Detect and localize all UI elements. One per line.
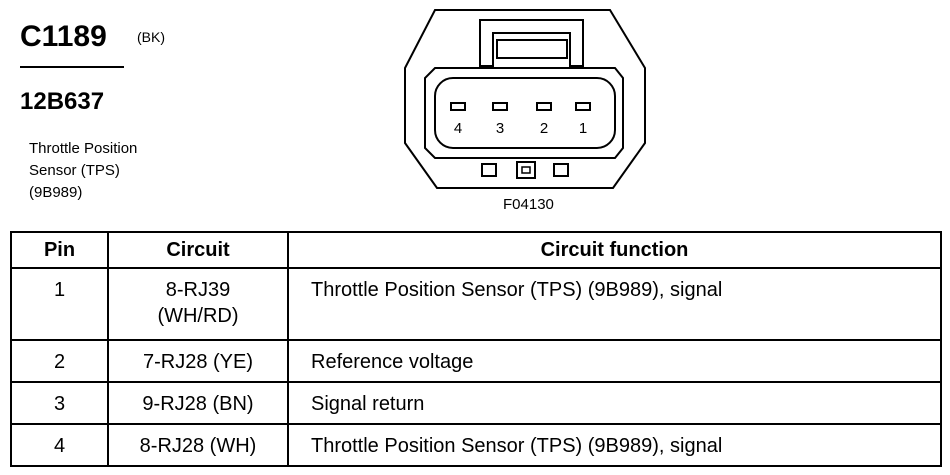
function-cell: Reference voltage <box>287 339 942 383</box>
table-row: 1 8-RJ39 (WH/RD) Throttle Position Senso… <box>10 267 942 341</box>
pin-cell: 2 <box>10 339 109 383</box>
terminal-housing-inner <box>434 77 616 149</box>
pin-table: Pin Circuit Circuit function 1 8-RJ39 (W… <box>10 231 942 467</box>
part-number: 12B637 <box>20 88 105 115</box>
terminal-4 <box>450 102 466 111</box>
circuit-cell: 8-RJ39 (WH/RD) <box>107 267 289 341</box>
circuit-code: 8-RJ39 <box>165 279 231 301</box>
title-underline <box>20 66 124 68</box>
pin-label-4: 4 <box>454 120 462 137</box>
pin-label-2: 2 <box>540 120 548 137</box>
table-row: 2 7-RJ28 (YE) Reference voltage <box>10 339 942 383</box>
terminal-3 <box>492 102 508 111</box>
function-cell: Throttle Position Sensor (TPS) (9B989), … <box>287 423 942 467</box>
table-row: 4 8-RJ28 (WH) Throttle Position Sensor (… <box>10 423 942 467</box>
connector-diagram: 4 3 2 1 <box>404 9 646 189</box>
figure-code: F04130 <box>503 196 554 213</box>
locking-tab <box>479 19 584 67</box>
connector-color: (BK) <box>137 29 165 45</box>
pin-cell: 1 <box>10 267 109 341</box>
function-cell: Throttle Position Sensor (TPS) (9B989), … <box>287 267 942 341</box>
connector-id: C1189 <box>20 20 107 53</box>
component-description: Throttle Position Sensor (TPS) (9B989) <box>29 140 138 201</box>
function-cell: Signal return <box>287 381 942 425</box>
header-circuit-function: Circuit function <box>287 231 942 269</box>
bottom-key-left <box>481 163 497 177</box>
pin-label-3: 3 <box>496 120 504 137</box>
table-row: 3 9-RJ28 (BN) Signal return <box>10 381 942 425</box>
circuit-cell: 9-RJ28 (BN) <box>107 381 289 425</box>
connector-housing <box>404 9 646 189</box>
header-circuit: Circuit <box>107 231 289 269</box>
circuit-cell: 8-RJ28 (WH) <box>107 423 289 467</box>
circuit-wire-color: (WH/RD) <box>157 305 239 327</box>
terminal-housing-outer <box>424 67 624 159</box>
bottom-key-right <box>553 163 569 177</box>
pin-cell: 4 <box>10 423 109 467</box>
terminal-2 <box>536 102 552 111</box>
header-pin: Pin <box>10 231 109 269</box>
bottom-key-center-inner <box>521 166 531 174</box>
locking-tab-inner <box>496 39 568 59</box>
pin-cell: 3 <box>10 381 109 425</box>
circuit-cell: 7-RJ28 (YE) <box>107 339 289 383</box>
terminal-1 <box>575 102 591 111</box>
pin-label-1: 1 <box>579 120 587 137</box>
bottom-key-center <box>516 161 536 179</box>
table-header-row: Pin Circuit Circuit function <box>10 231 942 269</box>
